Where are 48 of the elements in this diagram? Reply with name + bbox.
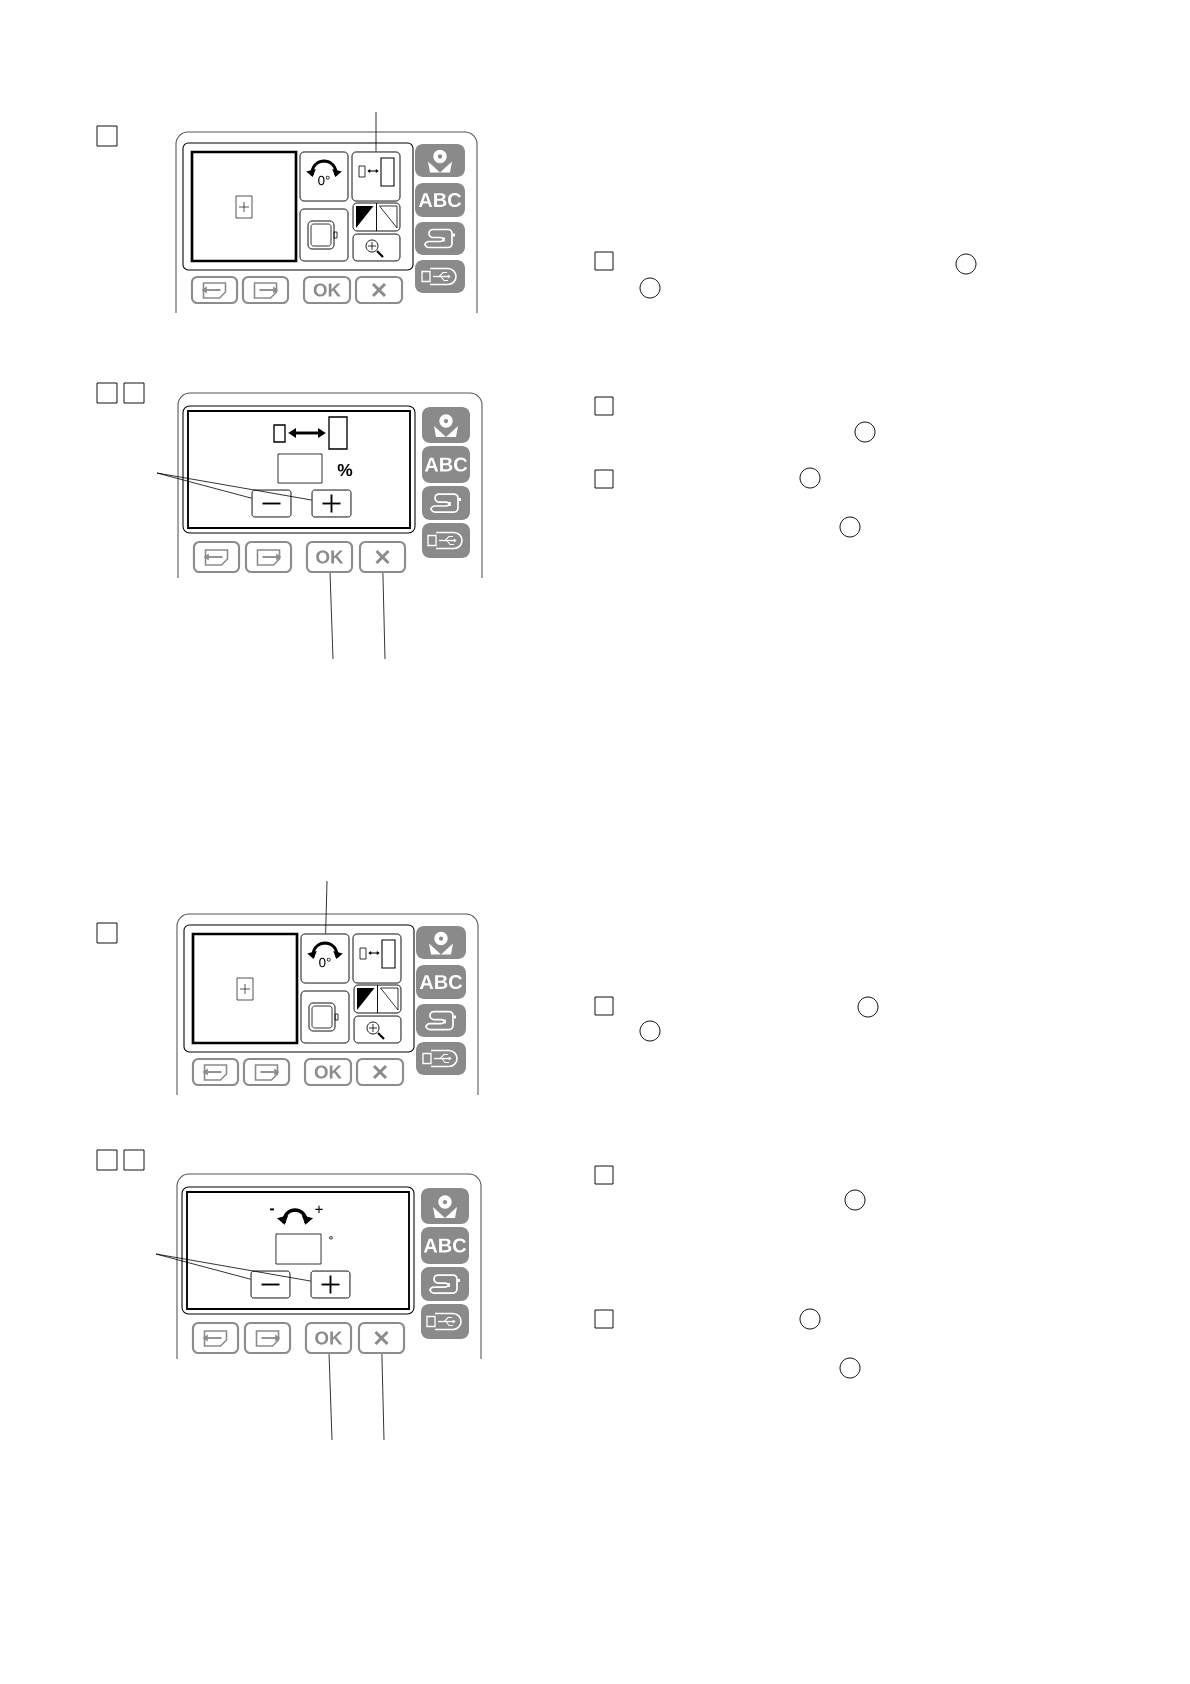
minus-button <box>251 489 292 518</box>
mirror-button <box>353 984 402 1014</box>
abc-tab: ABC <box>421 1227 469 1264</box>
leader-line <box>381 1353 385 1441</box>
hoop-button <box>299 208 349 262</box>
next-page-button <box>243 1321 292 1355</box>
leader-line <box>328 1353 333 1441</box>
cancel-button <box>354 275 404 305</box>
abc-tab: ABC <box>415 183 465 217</box>
leader-line <box>155 1253 311 1282</box>
previous-page-button <box>192 540 241 574</box>
ok-button: OK <box>305 540 354 574</box>
rotate-button: 0° <box>300 933 350 984</box>
cancel-button <box>358 540 407 574</box>
ok-button: OK <box>303 1057 353 1087</box>
plus-button <box>311 489 352 518</box>
minus-button <box>250 1270 291 1299</box>
size-button <box>351 151 401 202</box>
value-field <box>275 1233 322 1265</box>
rotate-button: 0° <box>299 151 349 202</box>
plus-sign: + <box>315 1205 323 1213</box>
degree-sign: ° <box>329 1236 333 1240</box>
size-button <box>352 933 402 984</box>
minus-sign: - <box>269 1208 274 1211</box>
previous-page-button <box>191 1057 240 1087</box>
previous-page-button <box>190 275 239 305</box>
previous-page-button <box>191 1321 240 1355</box>
cancel-button <box>357 1321 406 1355</box>
percent-sign: % <box>337 463 353 477</box>
value-field <box>277 453 323 484</box>
zoom-button <box>353 1015 402 1044</box>
ok-button: OK <box>304 1321 353 1355</box>
hoop-button <box>300 990 350 1044</box>
abc-tab: ABC <box>416 965 466 999</box>
leader-line <box>375 111 377 152</box>
leader-line <box>325 880 328 934</box>
ok-button: OK <box>302 275 352 305</box>
next-page-button <box>244 540 293 574</box>
cancel-button <box>355 1057 405 1087</box>
zoom-button <box>352 233 401 262</box>
leader-line <box>156 472 312 501</box>
plus-button <box>310 1270 351 1299</box>
leader-line <box>382 572 386 660</box>
leader-line <box>329 572 334 660</box>
next-page-button <box>242 1057 291 1087</box>
abc-tab: ABC <box>422 446 470 483</box>
next-page-button <box>241 275 290 305</box>
mirror-button <box>352 202 401 232</box>
